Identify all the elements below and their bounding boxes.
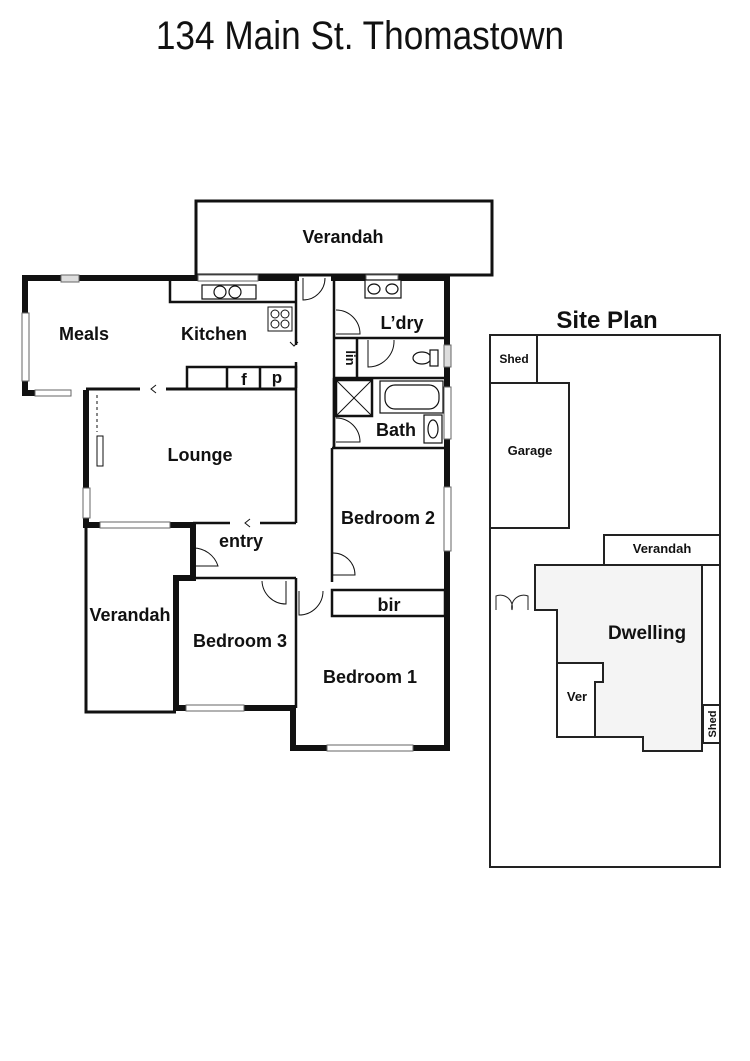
site-label-garage: Garage	[508, 443, 553, 458]
label-fridge: f	[241, 370, 247, 389]
basin-icon	[423, 414, 443, 444]
label-meals: Meals	[59, 324, 109, 344]
verandah-left-outline	[84, 525, 176, 714]
shed-side-outline	[702, 704, 721, 744]
site-gate-icon	[495, 594, 529, 611]
site-plan-title: Site Plan	[556, 307, 657, 334]
site-label-shed-top: Shed	[499, 352, 528, 366]
label-linen: lin	[343, 350, 358, 365]
site-label-shed-side: Shed	[707, 711, 719, 738]
label-verandah-top: Verandah	[302, 227, 383, 247]
kitchen-sink-icon	[201, 284, 257, 300]
site-label-ver: Ver	[567, 689, 587, 704]
label-bath: Bath	[376, 420, 416, 440]
label-verandah-left: Verandah	[89, 605, 170, 625]
label-bir: bir	[377, 595, 400, 615]
label-lounge: Lounge	[168, 445, 233, 465]
ver-outline	[556, 662, 604, 738]
interior-walls	[86, 278, 447, 708]
direction-arrows	[150, 341, 299, 528]
label-bedroom-3: Bedroom 3	[193, 631, 287, 651]
label-kitchen: Kitchen	[181, 324, 247, 344]
doors	[192, 277, 395, 616]
site-boundary	[489, 334, 721, 868]
bathtub-icon	[379, 380, 444, 414]
laundry-tub-icon	[364, 279, 402, 299]
label-pantry: p	[272, 368, 282, 387]
site-label-verandah: Verandah	[633, 541, 692, 556]
page-title: 134 Main St. Thomastown	[155, 14, 565, 58]
fireplace-icon	[96, 395, 104, 467]
windows	[21, 274, 452, 752]
label-bedroom-1: Bedroom 1	[323, 667, 417, 687]
toilet-icon	[412, 349, 439, 367]
site-label-dwelling: Dwelling	[608, 623, 686, 644]
cooktop-icon	[267, 306, 293, 332]
garage-outline	[489, 382, 570, 529]
site-plan	[489, 334, 721, 868]
label-laundry: L’dry	[380, 313, 423, 333]
label-bedroom-2: Bedroom 2	[341, 508, 435, 528]
label-entry: entry	[219, 531, 263, 551]
